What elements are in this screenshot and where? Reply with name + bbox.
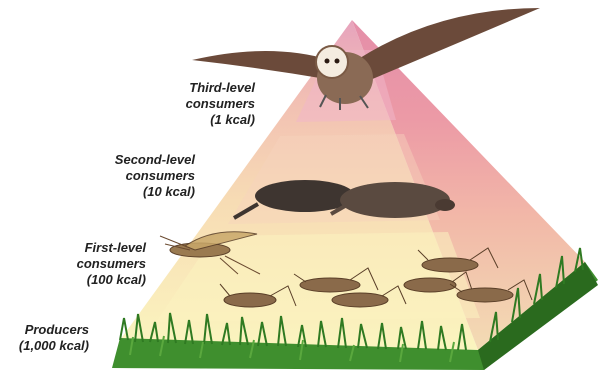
label-line: Producers xyxy=(19,322,89,338)
label-first-level-consumers: First-level consumers (100 kcal) xyxy=(77,240,146,288)
label-third-level-consumers: Third-level consumers (1 kcal) xyxy=(186,80,255,128)
label-line: consumers xyxy=(186,96,255,112)
label-line: consumers xyxy=(77,256,146,272)
label-line: Third-level xyxy=(186,80,255,96)
energy-value: (1,000 kcal) xyxy=(19,338,89,354)
energy-value: (10 kcal) xyxy=(115,184,195,200)
energy-value: (100 kcal) xyxy=(77,272,146,288)
shrew-2 xyxy=(340,182,450,218)
label-second-level-consumers: Second-level consumers (10 kcal) xyxy=(115,152,195,200)
label-line: consumers xyxy=(115,168,195,184)
label-line: First-level xyxy=(77,240,146,256)
label-line: Second-level xyxy=(115,152,195,168)
label-producers: Producers (1,000 kcal) xyxy=(19,322,89,354)
energy-value: (1 kcal) xyxy=(186,112,255,128)
